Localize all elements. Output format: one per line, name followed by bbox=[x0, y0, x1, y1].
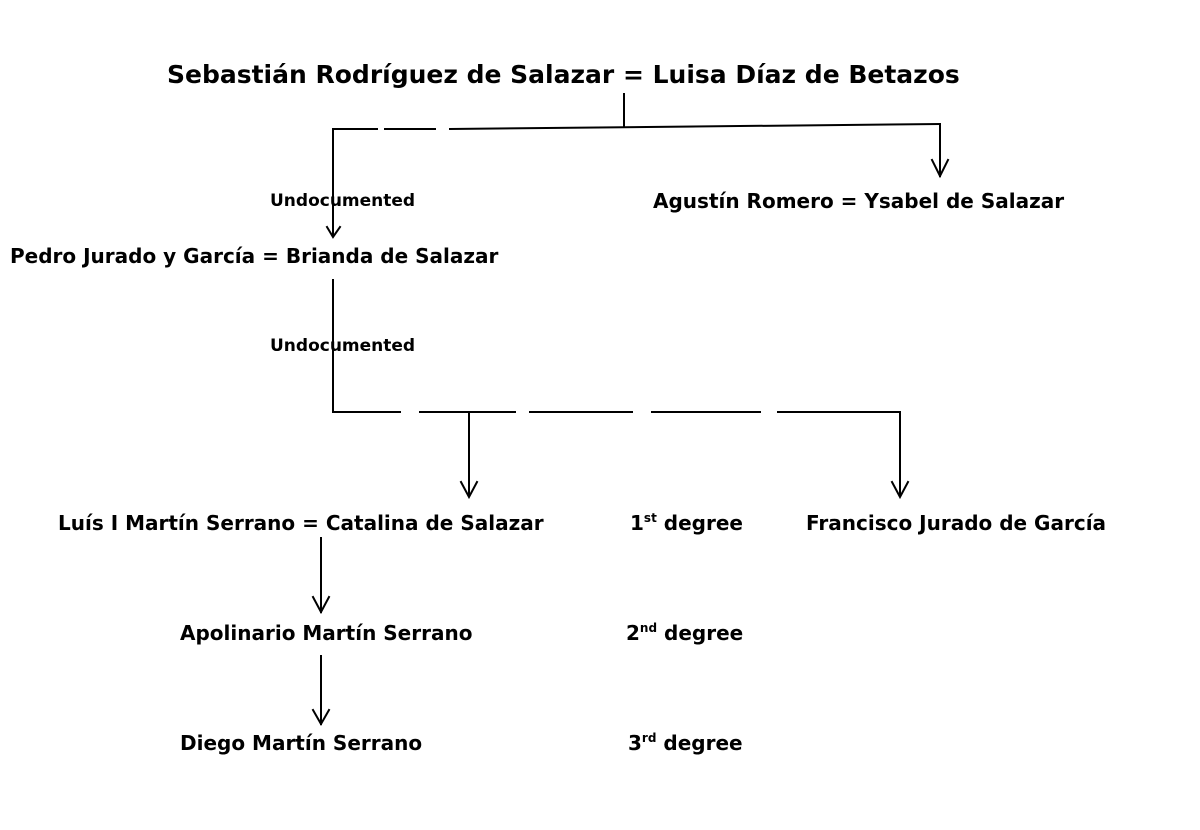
degree-label: 1st degree bbox=[630, 511, 743, 535]
francisco-arrowhead bbox=[890, 480, 910, 500]
root-couple-label: Sebastián Rodríguez de Salazar = Luisa D… bbox=[167, 60, 960, 89]
degree-suffix: nd bbox=[639, 621, 658, 635]
degree-word: degree bbox=[663, 511, 743, 535]
top-branch-segment bbox=[448, 122, 942, 131]
undocumented-note: Undocumented bbox=[270, 336, 416, 356]
degree-suffix: rd bbox=[641, 731, 657, 745]
brianda-arrowhead bbox=[325, 225, 342, 239]
apolinario-arrowhead bbox=[311, 595, 331, 615]
undocumented-note: Undocumented bbox=[270, 191, 416, 211]
ysabel-couple-label: Agustín Romero = Ysabel de Salazar bbox=[653, 189, 1065, 213]
catalina-couple-label: Luís I Martín Serrano = Catalina de Sala… bbox=[58, 511, 544, 535]
ysabel-arrowhead bbox=[930, 158, 950, 179]
degree-number: 2 bbox=[626, 621, 640, 645]
apolinario-label: Apolinario Martín Serrano bbox=[180, 621, 473, 645]
brianda-couple-label: Pedro Jurado y García = Brianda de Salaz… bbox=[10, 244, 499, 268]
degree-number: 1 bbox=[630, 511, 644, 535]
degree-word: degree bbox=[663, 731, 743, 755]
catalina-arrowhead bbox=[459, 480, 479, 500]
degree-label: 3rd degree bbox=[628, 731, 743, 755]
degree-label: 2nd degree bbox=[626, 621, 744, 645]
diego-label: Diego Martín Serrano bbox=[180, 731, 423, 755]
degree-suffix: st bbox=[643, 511, 657, 525]
diego-arrowhead bbox=[311, 708, 331, 727]
degree-number: 3 bbox=[628, 731, 642, 755]
francisco-label: Francisco Jurado de García bbox=[806, 511, 1107, 535]
degree-word: degree bbox=[664, 621, 744, 645]
